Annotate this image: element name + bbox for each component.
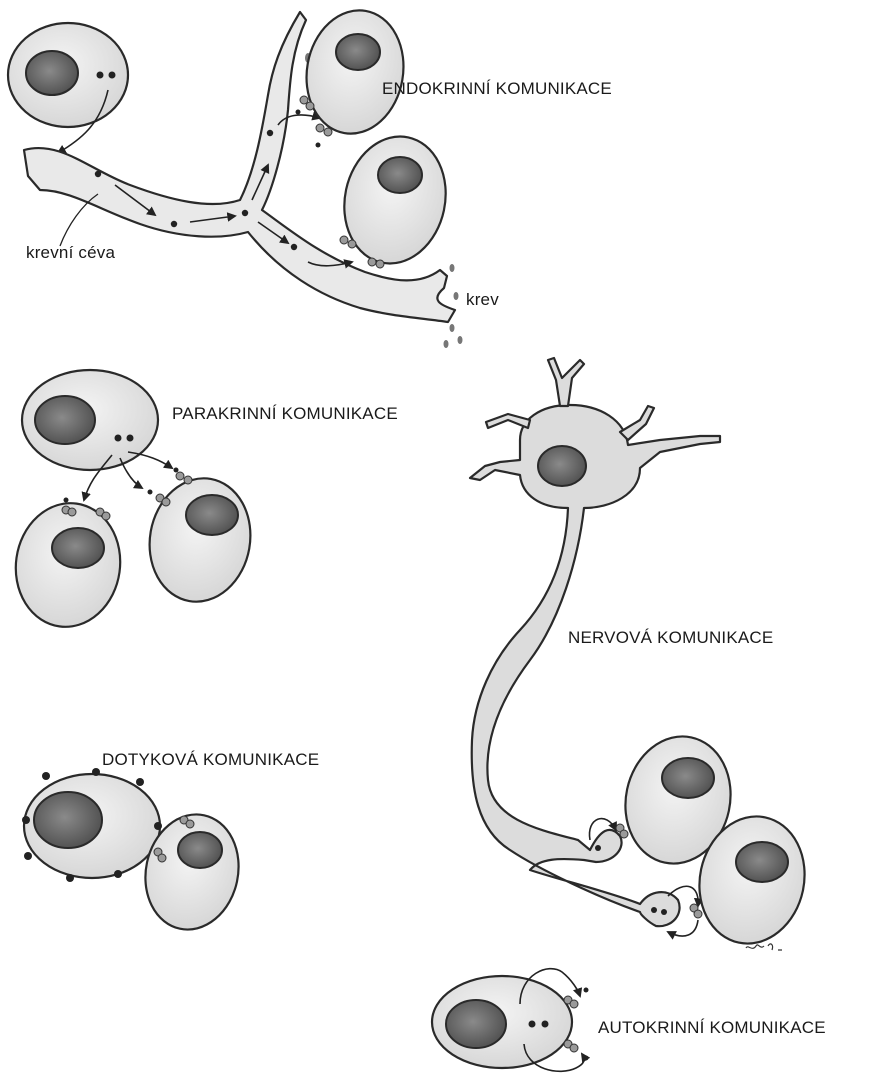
contact-label: DOTYKOVÁ KOMUNIKACE xyxy=(102,750,319,770)
autocrine-section xyxy=(432,969,589,1072)
artist-signature xyxy=(746,944,782,950)
endocrine-source-cell xyxy=(8,23,128,127)
contact-section xyxy=(22,768,249,938)
contact-source-cell xyxy=(22,768,162,882)
autocrine-label: AUTOKRINNÍ KOMUNIKACE xyxy=(598,1018,826,1038)
endocrine-target-cell-1 xyxy=(296,3,414,148)
autocrine-cell xyxy=(432,976,578,1068)
neural-section xyxy=(470,358,816,953)
paracrine-target-cell-2 xyxy=(140,470,260,609)
neural-label: NERVOVÁ KOMUNIKACE xyxy=(568,628,773,648)
endocrine-label: ENDOKRINNÍ KOMUNIKACE xyxy=(382,79,612,99)
paracrine-source-cell xyxy=(22,370,158,470)
endocrine-target-cell-2 xyxy=(333,127,457,273)
endocrine-section xyxy=(8,3,463,348)
blood-vessel-label: krevní céva xyxy=(26,243,115,263)
blood-label: krev xyxy=(466,290,499,310)
paracrine-target-cell-1 xyxy=(8,496,128,633)
paracrine-label: PARAKRINNÍ KOMUNIKACE xyxy=(172,404,398,424)
